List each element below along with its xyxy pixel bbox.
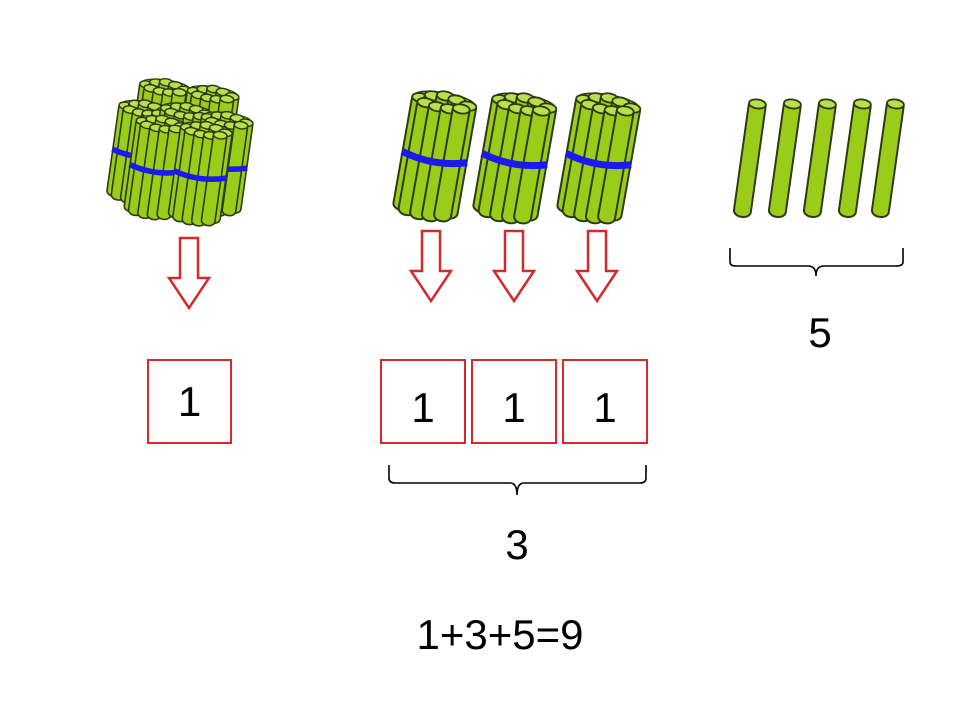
hundreds-digit: 1 [177,378,202,425]
tens-bundle-3-image [555,88,643,228]
arrow-down-icon [167,236,211,310]
tens-digit-box: 1 [380,359,466,444]
tens-count-label: 3 [505,521,529,568]
single-stick-4 [837,97,873,220]
tens-bundle-1-image [391,86,479,226]
arrow-down-icon [409,229,453,303]
tens-digit: 1 [502,384,526,431]
tens-brace [388,465,647,496]
arrow-down-icon [575,229,619,303]
tens-bundle-2-image [471,88,559,228]
tens-digit: 1 [411,384,435,431]
single-stick-3 [802,97,838,220]
arrow-down-icon [492,229,536,303]
tens-digit-box: 1 [562,359,648,444]
single-stick-2 [767,97,803,220]
equation-text: 1+3+5=9 [416,611,584,658]
tens-digit: 1 [593,384,617,431]
single-stick-1 [732,97,768,220]
hundreds-digit-box: 1 [147,359,232,444]
tens-digit-box: 1 [471,359,557,444]
ones-brace [729,248,904,277]
ones-count-label: 5 [808,309,832,356]
single-stick-5 [870,97,906,220]
ones-sticks-image [732,97,906,220]
hundreds-bundle-image [104,73,258,232]
